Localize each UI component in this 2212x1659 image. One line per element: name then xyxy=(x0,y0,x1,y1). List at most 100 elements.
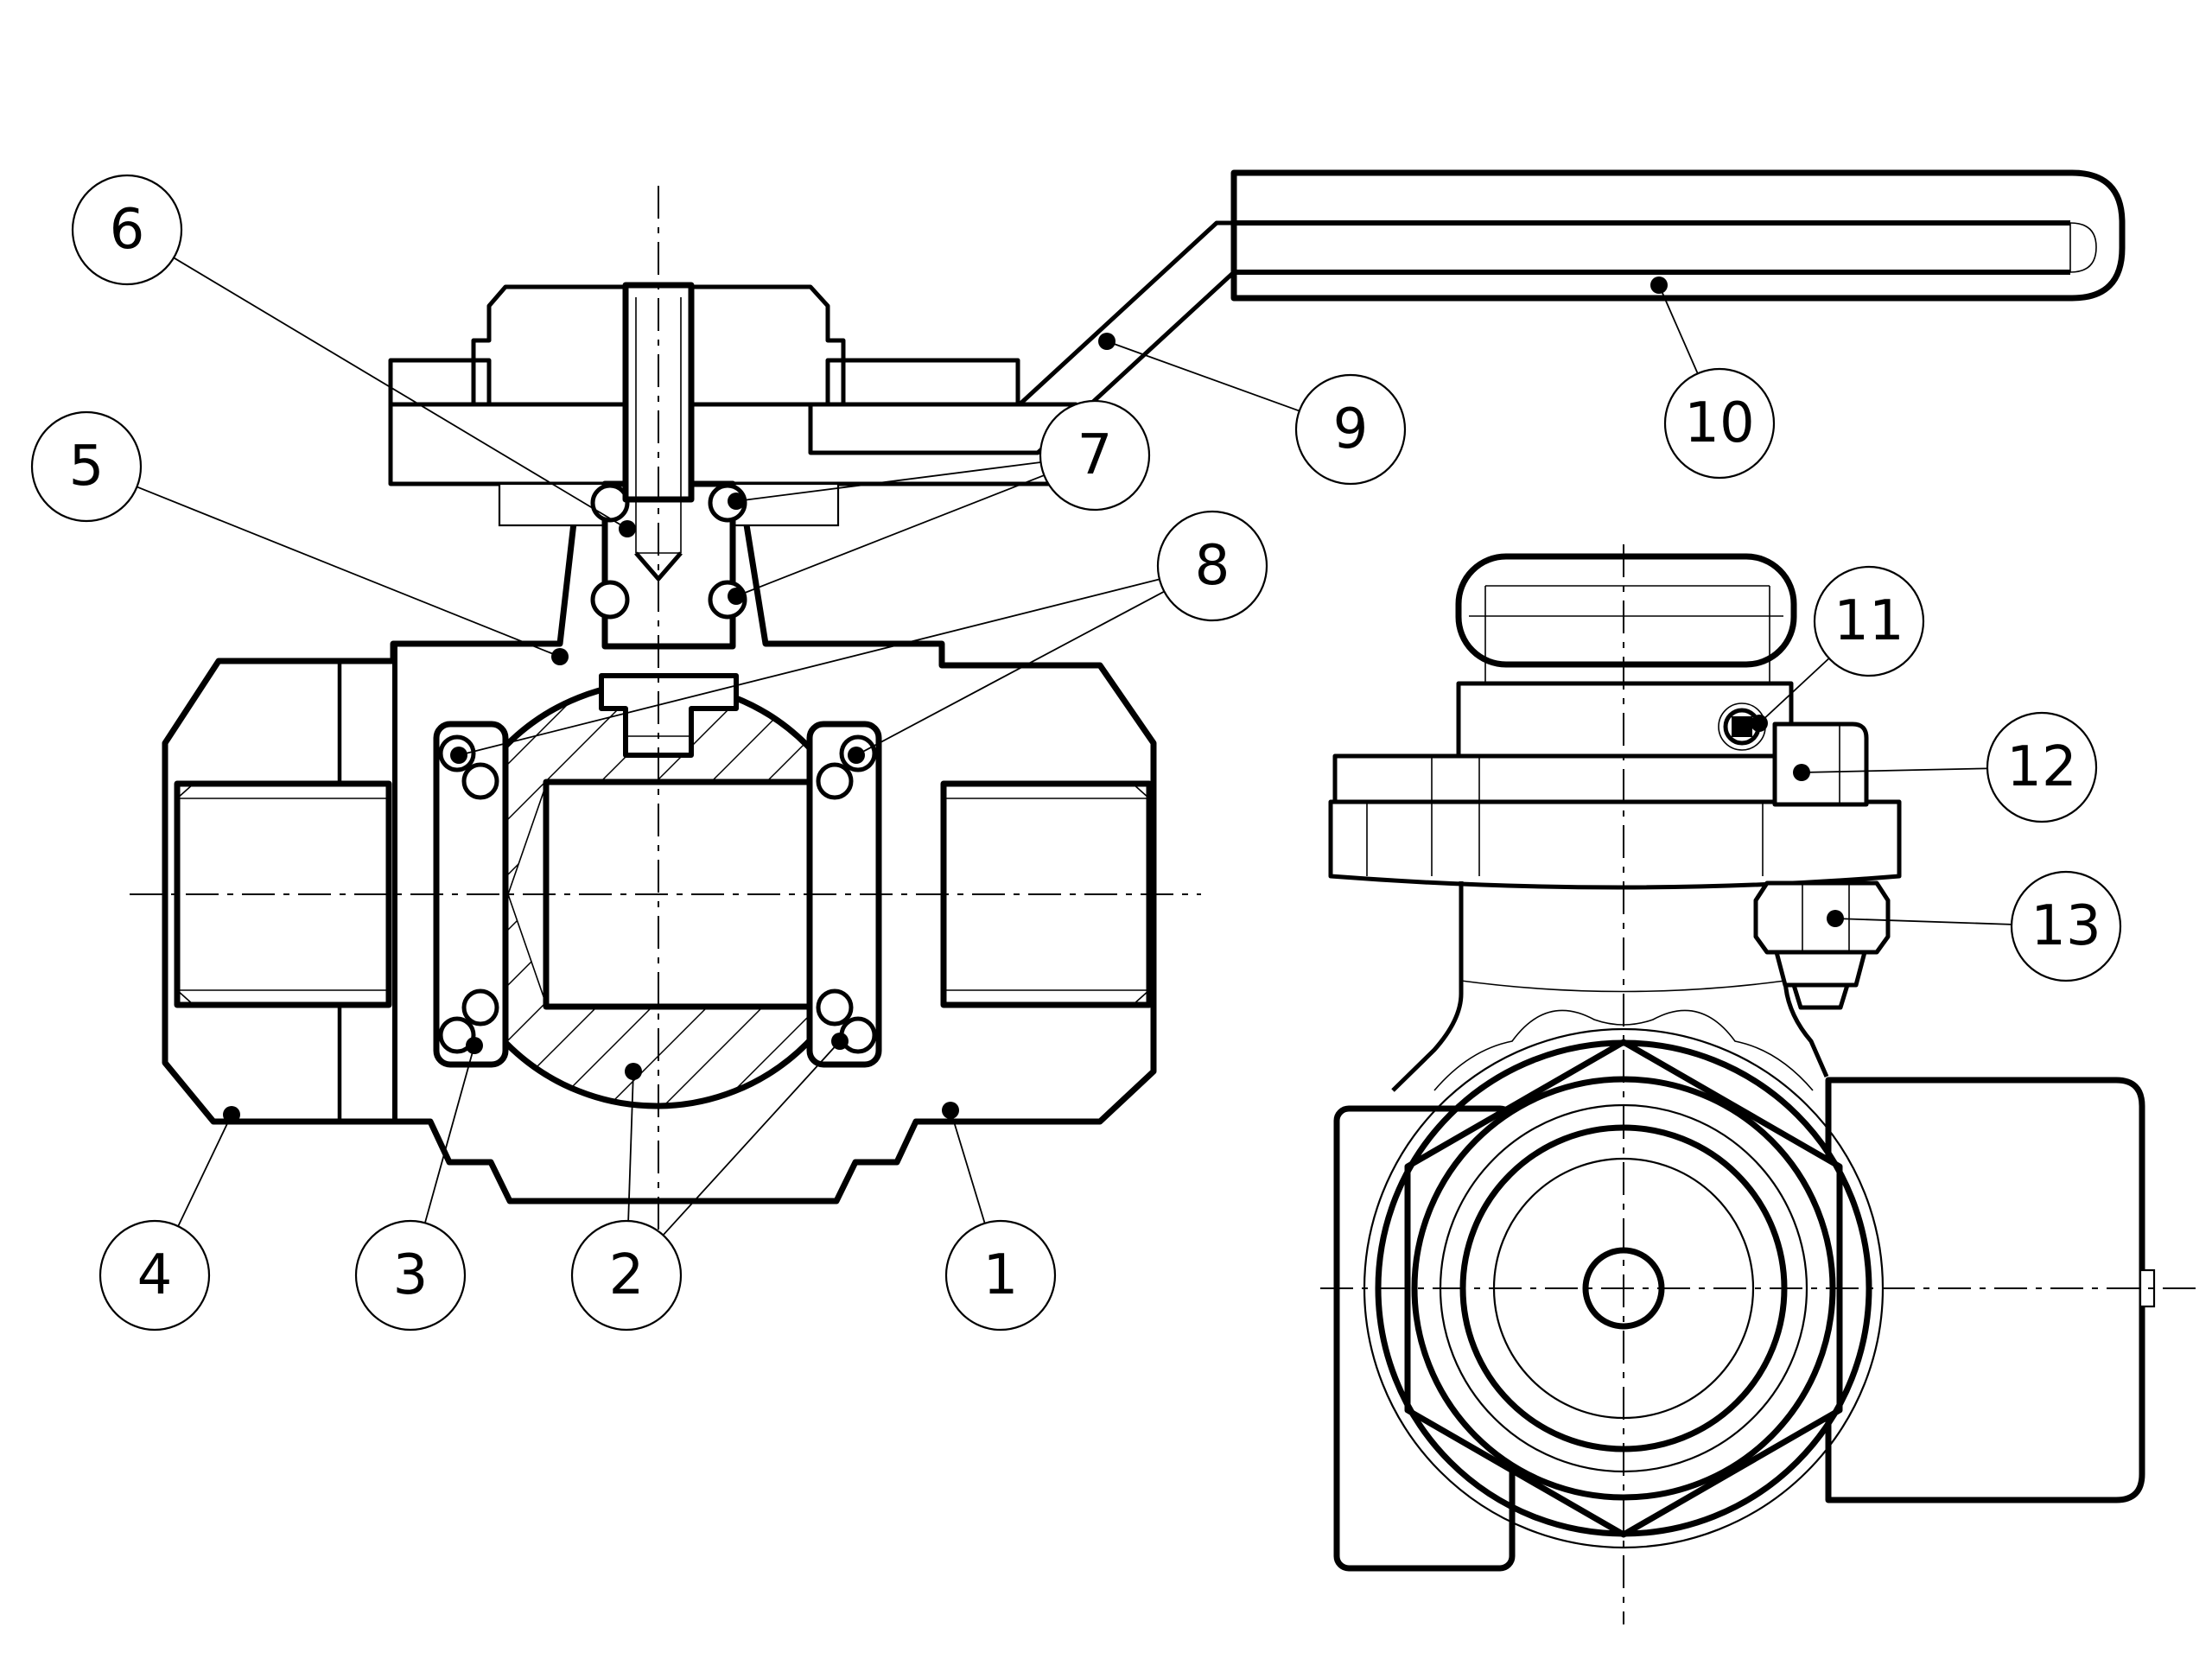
callout-bubble xyxy=(1156,510,1268,622)
callout-bubble xyxy=(1294,373,1407,486)
leader-dot xyxy=(848,747,865,764)
callout-number: 11 xyxy=(1834,589,1904,653)
leader-line xyxy=(173,257,628,530)
thread-chamfer xyxy=(176,989,194,1006)
set-screw-socket xyxy=(1732,716,1752,737)
lever-arm xyxy=(808,220,1236,455)
callout-bubble xyxy=(99,1219,211,1332)
leader-dot xyxy=(625,1063,642,1080)
thread-chamfer xyxy=(1132,783,1150,799)
bore-chamfer-line xyxy=(507,784,547,895)
body-outline xyxy=(162,489,1157,1205)
leader-dot xyxy=(1650,276,1668,294)
callout-13: 13 xyxy=(1827,870,2122,982)
seat-oring xyxy=(461,988,499,1027)
callout-1: 1 xyxy=(942,1102,1057,1332)
leader-dot xyxy=(1098,333,1116,350)
ball-stem-slot xyxy=(599,673,739,758)
callout-bubble xyxy=(30,410,143,523)
flange-upper xyxy=(1332,753,1794,804)
callout-bubble xyxy=(1663,367,1776,480)
leader-dot xyxy=(466,1037,483,1054)
leader-line xyxy=(1658,284,1699,374)
leader-line xyxy=(424,1045,475,1224)
seat-oring xyxy=(816,762,854,800)
flange-ear-right xyxy=(825,358,1020,407)
callout-bubble xyxy=(1039,399,1151,512)
leader-line xyxy=(177,1114,232,1227)
callout-bubble xyxy=(944,1219,1057,1332)
section-view xyxy=(130,169,2126,1231)
leader-dot xyxy=(942,1102,959,1119)
leader-line xyxy=(1106,340,1300,412)
callout-number: 1 xyxy=(983,1243,1019,1307)
callout-bubble xyxy=(354,1219,467,1332)
leader-dot xyxy=(223,1106,240,1123)
seat-oring xyxy=(438,1016,476,1054)
thread-chamfer xyxy=(176,783,194,799)
stop-block-body xyxy=(1772,721,1869,807)
leader-line xyxy=(662,1040,841,1236)
set-screw xyxy=(1718,702,1766,751)
callout-number: 13 xyxy=(2031,894,2101,958)
leader-dot xyxy=(1827,910,1844,927)
fitting-tip xyxy=(1791,982,1850,1010)
centerlines-section xyxy=(130,186,1201,1231)
callout-12: 12 xyxy=(1793,711,2098,823)
leader-line xyxy=(627,1071,634,1222)
leader-line xyxy=(950,1109,986,1224)
stem xyxy=(590,282,747,650)
handle-grip xyxy=(1230,169,2126,302)
fitting-hex xyxy=(1753,880,1891,955)
callout-bubble xyxy=(1986,711,2098,823)
fitting-collar xyxy=(1774,950,1867,988)
grip-outline xyxy=(1455,553,1797,668)
stem-housing xyxy=(1456,681,1794,759)
end-view-body-neck xyxy=(1391,881,1829,1092)
thread-chamfer xyxy=(1132,989,1150,1006)
flange-plate xyxy=(388,402,1078,486)
callout-11: 11 xyxy=(1751,565,1925,732)
callout-number: 4 xyxy=(137,1243,173,1307)
leader-line xyxy=(458,578,1160,756)
leader-line xyxy=(137,486,561,658)
leader-dot xyxy=(728,493,745,510)
callout-6: 6 xyxy=(71,174,636,537)
callout-number: 10 xyxy=(1684,391,1754,455)
leader-line xyxy=(1758,658,1830,724)
gland-step-left xyxy=(498,482,607,527)
leader-line xyxy=(1801,767,1988,773)
end-view-right-port xyxy=(1825,1077,2145,1503)
callout-5: 5 xyxy=(30,410,569,665)
leader-dot xyxy=(551,648,569,665)
handle-grip-end xyxy=(1455,553,1797,683)
leader-dot xyxy=(1751,715,1768,732)
callout-bubble xyxy=(1813,565,1925,677)
leader-dot xyxy=(728,588,745,605)
leader-line xyxy=(1834,918,2012,925)
callout-number: 12 xyxy=(2006,735,2076,799)
centerlines-end xyxy=(1320,544,2202,1624)
seat-oring xyxy=(816,988,854,1027)
callout-7: 7 xyxy=(728,399,1151,605)
stop-block xyxy=(1772,721,1869,807)
callout-number: 3 xyxy=(393,1243,429,1307)
handle-lever xyxy=(808,169,2126,455)
lever-end xyxy=(2069,222,2097,273)
callout-10: 10 xyxy=(1650,276,1776,480)
drain-fitting xyxy=(1753,880,1891,1010)
callout-number: 9 xyxy=(1333,397,1369,461)
callout-2: 2 xyxy=(570,1033,849,1332)
leader-dot xyxy=(1793,764,1810,781)
callout-number: 2 xyxy=(609,1243,645,1307)
neck-left-edge xyxy=(1391,881,1464,1092)
callout-4: 4 xyxy=(99,1106,240,1332)
neck-waist xyxy=(1460,980,1786,993)
leader-dot xyxy=(831,1033,849,1050)
leader-dot xyxy=(619,520,636,537)
leader-line xyxy=(735,461,1041,502)
leader-line xyxy=(855,590,1165,756)
